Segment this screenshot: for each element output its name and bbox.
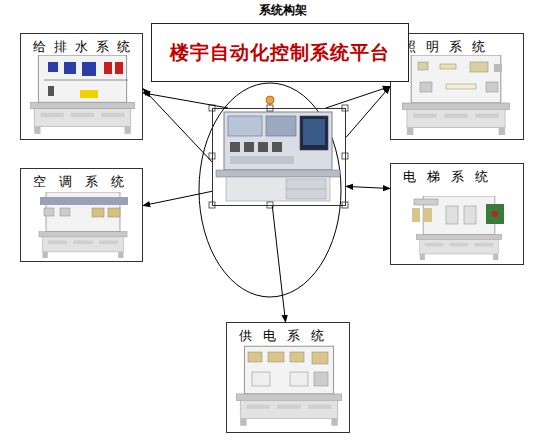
platform-banner: 楼宇自动化控制系统平台 [151,23,409,82]
connector-arrow [346,87,390,138]
system-title: 照明系统 [403,38,495,56]
connector-arrow [143,191,212,205]
system-box: 供电系统 [226,322,350,433]
system-title: 电梯系统 [403,168,499,186]
system-title: 供电系统 [239,327,335,345]
platform-box: 楼宇自动化控制系统平台 [212,108,346,206]
system-box: 空调系统 [20,168,143,262]
connector-arrow [143,93,228,108]
system-title: 空调系统 [33,173,137,191]
system-box: 给排水系统 [20,33,143,140]
lighting-bench-illustration [403,55,510,135]
diagram-title: 系统构架 [0,2,542,19]
power-bench-illustration [236,346,342,426]
connector-arrow [143,89,212,162]
connector-arrow [326,87,390,109]
selection-handles [209,96,348,208]
elevator-bench-illustration [412,196,504,260]
connector-arrow [272,206,285,322]
water-bench-illustration [30,55,135,134]
aircon-bench-illustration [39,192,128,258]
system-title: 给排水系统 [33,38,138,56]
connector-arrow [346,186,390,188]
system-ellipse [199,83,341,297]
system-box: 照明系统 [390,33,524,140]
platform-console-illustration [216,112,340,201]
system-box: 电梯系统 [390,163,524,265]
